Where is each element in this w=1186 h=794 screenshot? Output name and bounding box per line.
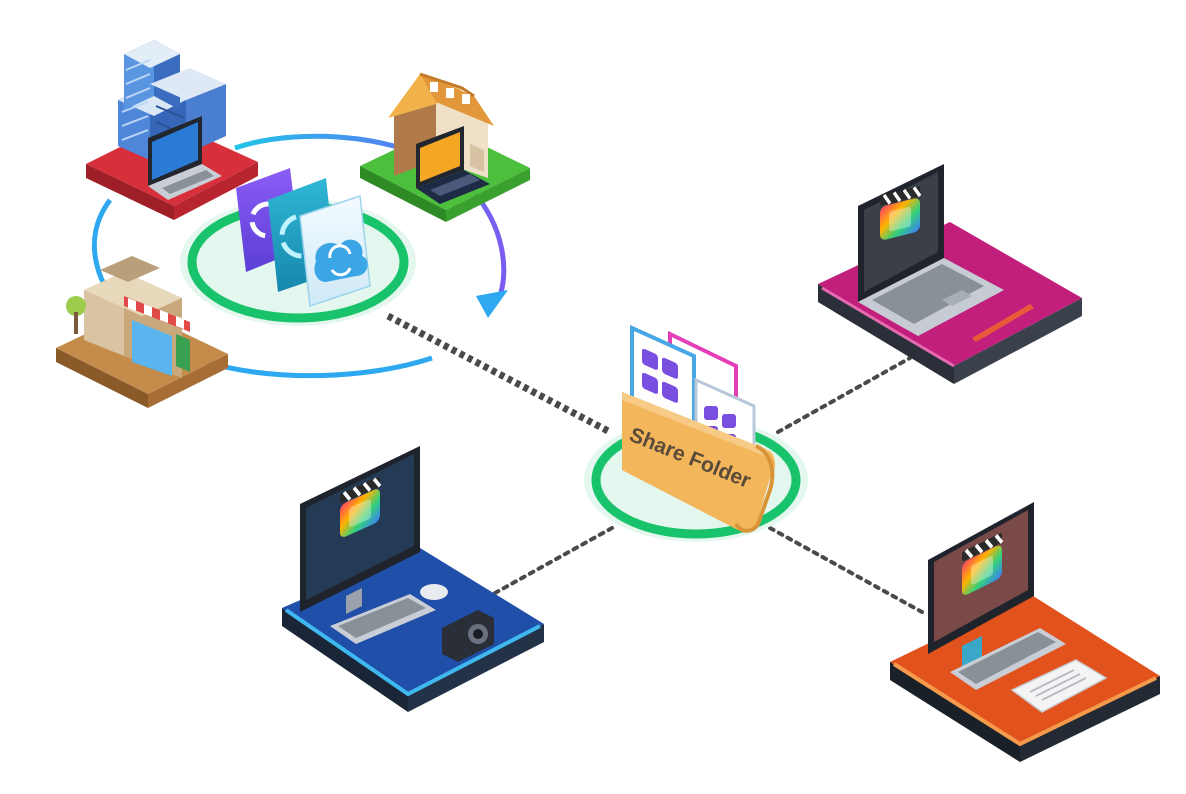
connector-folder-to-desktop-orange (768, 526, 924, 614)
connector-lines (386, 312, 924, 614)
desktop-icon (928, 502, 1066, 690)
document-icon (1010, 659, 1108, 713)
folder-icon: Share Folder (622, 324, 776, 533)
store-node (56, 256, 228, 408)
pen-icon (972, 304, 1034, 342)
orbit-arrow-head (476, 290, 508, 318)
store-icon (66, 256, 190, 378)
laptop-icon (148, 116, 222, 200)
office-building-icon (118, 40, 226, 176)
house-node (360, 72, 530, 222)
laptop-magenta-node (818, 164, 1082, 384)
connector-folder-to-desktop-blue (484, 526, 614, 600)
office-building-node (86, 40, 258, 220)
camera-icon (442, 610, 494, 662)
sync-app-icon (299, 194, 371, 308)
desktop-blue-node (282, 446, 544, 712)
connector-folder-to-laptop (776, 356, 912, 434)
share-folder-node: Share Folder (584, 324, 808, 542)
laptop-icon (858, 164, 1004, 336)
laptop-icon (416, 126, 490, 204)
connector-sync-to-folder (386, 312, 612, 436)
desktop-orange-node (890, 502, 1160, 762)
sync-app-cluster (180, 168, 416, 326)
desktop-icon (300, 446, 448, 644)
